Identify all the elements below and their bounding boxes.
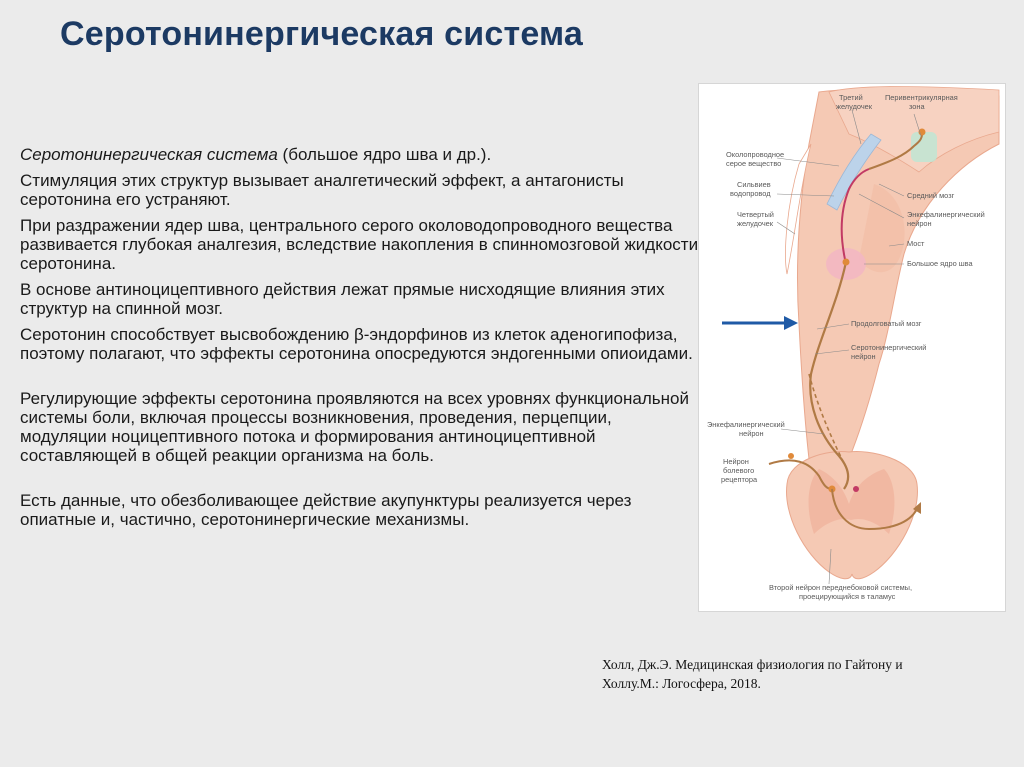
upper-brain-tissue (828, 86, 1000, 173)
paragraph-5: Серотонин способствует высвобождению β-э… (20, 325, 693, 363)
second-neuron-fiber (831, 488, 918, 531)
label-fourth-ventricle-1: Четвертый (737, 210, 774, 219)
paragraph-1-rest: (большое ядро шва и др.). (277, 145, 492, 164)
label-pain-receptor-2: болевого (723, 466, 754, 475)
aqueduct-shape (826, 133, 882, 211)
label-pons: Мост (907, 239, 925, 248)
paragraph-2: Стимуляция этих структур вызывает аналге… (20, 171, 624, 209)
anatomy-figure: Третий желудочек Перивентрикулярная зона… (698, 83, 1006, 612)
slide-title: Серотонинергическая система (60, 15, 584, 53)
second-neuron-arrowhead (913, 502, 921, 514)
paragraph-7: Есть данные, что обезболивающее действие… (20, 491, 632, 529)
citation: Холл, Дж.Э. Медицинская физиология по Га… (602, 655, 982, 693)
label-aqueduct-2: водопровод (730, 189, 771, 198)
arrow-right-icon (722, 316, 798, 330)
enkephalin-synapse (853, 486, 859, 492)
citation-line-2: Холлу.М.: Логосфера, 2018. (602, 676, 761, 691)
dashed-enkephalin-fiber (808, 373, 848, 470)
label-periventricular-2: зона (909, 102, 925, 111)
label-fourth-ventricle-2: желудочек (737, 219, 774, 228)
label-second-neuron-1: Второй нейрон переднебоковой системы, (769, 583, 912, 592)
label-serotonin-neuron-1: Серотонинергический (851, 343, 926, 352)
paragraph-3: При раздражении ядер шва, центрального с… (20, 216, 699, 273)
citation-line-1: Холл, Дж.Э. Медицинская физиология по Га… (602, 657, 903, 672)
pain-receptor-body (788, 453, 794, 459)
upper-enkephalin-fiber (868, 133, 923, 170)
label-pain-receptor-1: Нейрон (723, 457, 749, 466)
pointer-arrow (720, 313, 800, 333)
spinal-grey-matter (808, 469, 895, 534)
label-periventricular-1: Перивентрикулярная (885, 93, 958, 102)
serotonin-neuron-fiber (840, 168, 870, 265)
pain-receptor-fiber (768, 459, 833, 490)
paragraph-1-italic: Серотонинергическая система (20, 145, 278, 164)
label-enkephalin-bottom-1: Энкефалинергический (707, 420, 785, 429)
body-text: Серотонинергическая система (большое ядр… (20, 145, 700, 536)
label-pag-1: Околопроводное (726, 150, 784, 159)
label-second-neuron-2: проецирующийся в таламус (799, 592, 896, 601)
paragraph-1: Серотонинергическая система (большое ядр… (20, 145, 700, 164)
brainstem-diagram: Третий желудочек Перивентрикулярная зона… (707, 86, 1000, 601)
label-pag-2: серое вещество (726, 159, 781, 168)
paragraph-6: Регулирующие эффекты серотонина проявляю… (20, 389, 689, 465)
label-serotonin-neuron-2: нейрон (851, 352, 876, 361)
periventricular-zone (911, 132, 937, 162)
label-raphe: Большое ядро шва (907, 259, 974, 268)
label-enkephalin-bottom-2: нейрон (739, 429, 764, 438)
descending-fiber (809, 261, 850, 490)
label-enkephalin-top-1: Энкефалинергический (907, 210, 985, 219)
leader-lines (776, 109, 922, 585)
pons-shape (859, 184, 905, 273)
label-pain-receptor-3: рецептора (721, 475, 758, 484)
label-aqueduct-1: Сильвиев (737, 180, 771, 189)
paragraph-4: В основе антиноцицептивного действия леж… (20, 280, 665, 318)
label-medulla: Продолговатый мозг (851, 319, 922, 328)
label-third-ventricle-2: желудочек (836, 102, 873, 111)
raphe-neuron-body (842, 258, 850, 266)
label-third-ventricle-1: Третий (839, 93, 863, 102)
label-enkephalin-top-2: нейрон (907, 219, 932, 228)
label-midbrain: Средний мозг (907, 191, 955, 200)
